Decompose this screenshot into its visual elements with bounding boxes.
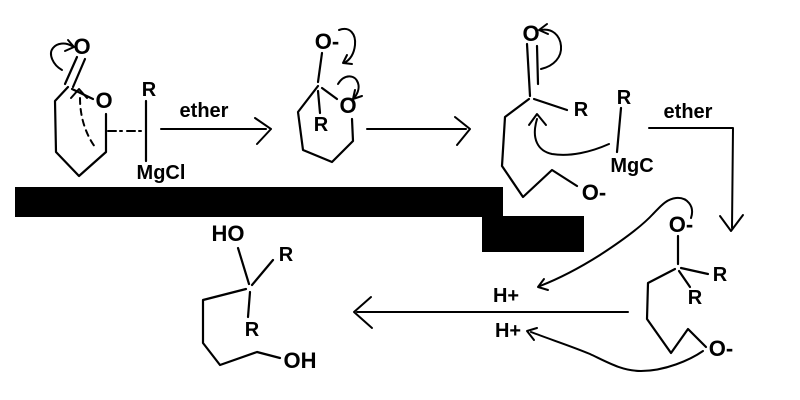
ether-label-2: ether <box>664 101 713 123</box>
grignard-reagent-1: R MgCl <box>137 79 186 184</box>
chain-bonds <box>500 97 579 199</box>
squiggle-arrow-top-alkoxide <box>537 196 693 291</box>
redaction-bar-1 <box>15 187 503 217</box>
r-group-label-1: R <box>279 244 294 266</box>
r-group-label-2: R <box>688 287 703 309</box>
r-group-label-2: R <box>245 319 260 341</box>
r-group-label: R <box>574 99 589 121</box>
c-r-bond <box>316 89 322 115</box>
squiggle-arrow-bottom-alkoxide <box>526 327 704 372</box>
c-r-bond <box>250 258 275 287</box>
h-plus-label-lower: H+ <box>495 320 521 342</box>
hydroxyl-top-label: HO <box>212 221 245 246</box>
alkoxide-oxygen-label: O- <box>582 180 606 205</box>
ring-bond <box>320 86 339 101</box>
ring-outline <box>53 85 108 178</box>
double-bond-line <box>71 57 87 89</box>
c-r-bond <box>532 97 569 112</box>
alkoxide-oxygen-label: O- <box>315 29 339 54</box>
ether-label-1: ether <box>180 100 229 122</box>
c-r-bond <box>679 266 710 276</box>
reaction-arrow-1: ether <box>160 100 272 145</box>
r-group-label-1: R <box>713 264 728 286</box>
redaction-bar-2 <box>482 216 584 252</box>
mgcl-label: MgCl <box>137 162 186 184</box>
loop-arrow-carbonyl <box>538 23 563 70</box>
chain-bonds <box>201 287 282 367</box>
r-group-label: R <box>314 114 329 136</box>
lactone-structure: O O <box>50 34 143 178</box>
o-c-bond <box>316 51 324 84</box>
curved-arrow-alkoxide <box>338 28 357 65</box>
r-group-label: R <box>142 79 157 101</box>
double-bond-line <box>63 55 79 86</box>
r-mg-bond <box>615 106 623 154</box>
double-bond-line <box>535 44 540 86</box>
ho-c-bond <box>236 246 251 286</box>
top-alkoxide-label: O- <box>669 212 693 237</box>
ring-outline <box>296 84 355 164</box>
carbonyl-oxygen-label: O <box>73 34 90 59</box>
grignard-reagent-2: R MgC <box>610 87 653 177</box>
curved-arrow-ring-oxygen <box>337 75 363 100</box>
hydroxyl-bottom-label: OH <box>284 348 317 373</box>
curved-arrow-carbonyl <box>50 39 75 71</box>
dialkoxide-structure: O- R R O- <box>645 212 733 361</box>
ring-opened-ketone-structure: O R O- <box>500 21 610 205</box>
double-bond-line <box>525 42 532 98</box>
curved-attack-arrow <box>528 113 610 156</box>
reaction-arrow-3: ether <box>648 101 744 232</box>
c-r-bond <box>246 290 252 319</box>
ring-oxygen-label: O <box>95 88 112 113</box>
dashed-attack-arrow <box>70 88 96 148</box>
chain-bonds <box>645 267 708 355</box>
h-plus-label-upper: H+ <box>493 285 519 307</box>
reaction-arrow-4: H+ H+ <box>353 285 629 342</box>
cyclic-alkoxide-structure: O- O R <box>296 28 363 164</box>
bottom-alkoxide-label: O- <box>709 336 733 361</box>
c-r-bond <box>677 269 692 289</box>
carbonyl-oxygen-label: O <box>522 21 539 46</box>
diol-product-structure: HO R R OH <box>201 221 317 373</box>
reaction-arrow-2 <box>366 116 471 146</box>
mgc-label: MgC <box>610 155 653 177</box>
r-group-label: R <box>617 87 632 109</box>
